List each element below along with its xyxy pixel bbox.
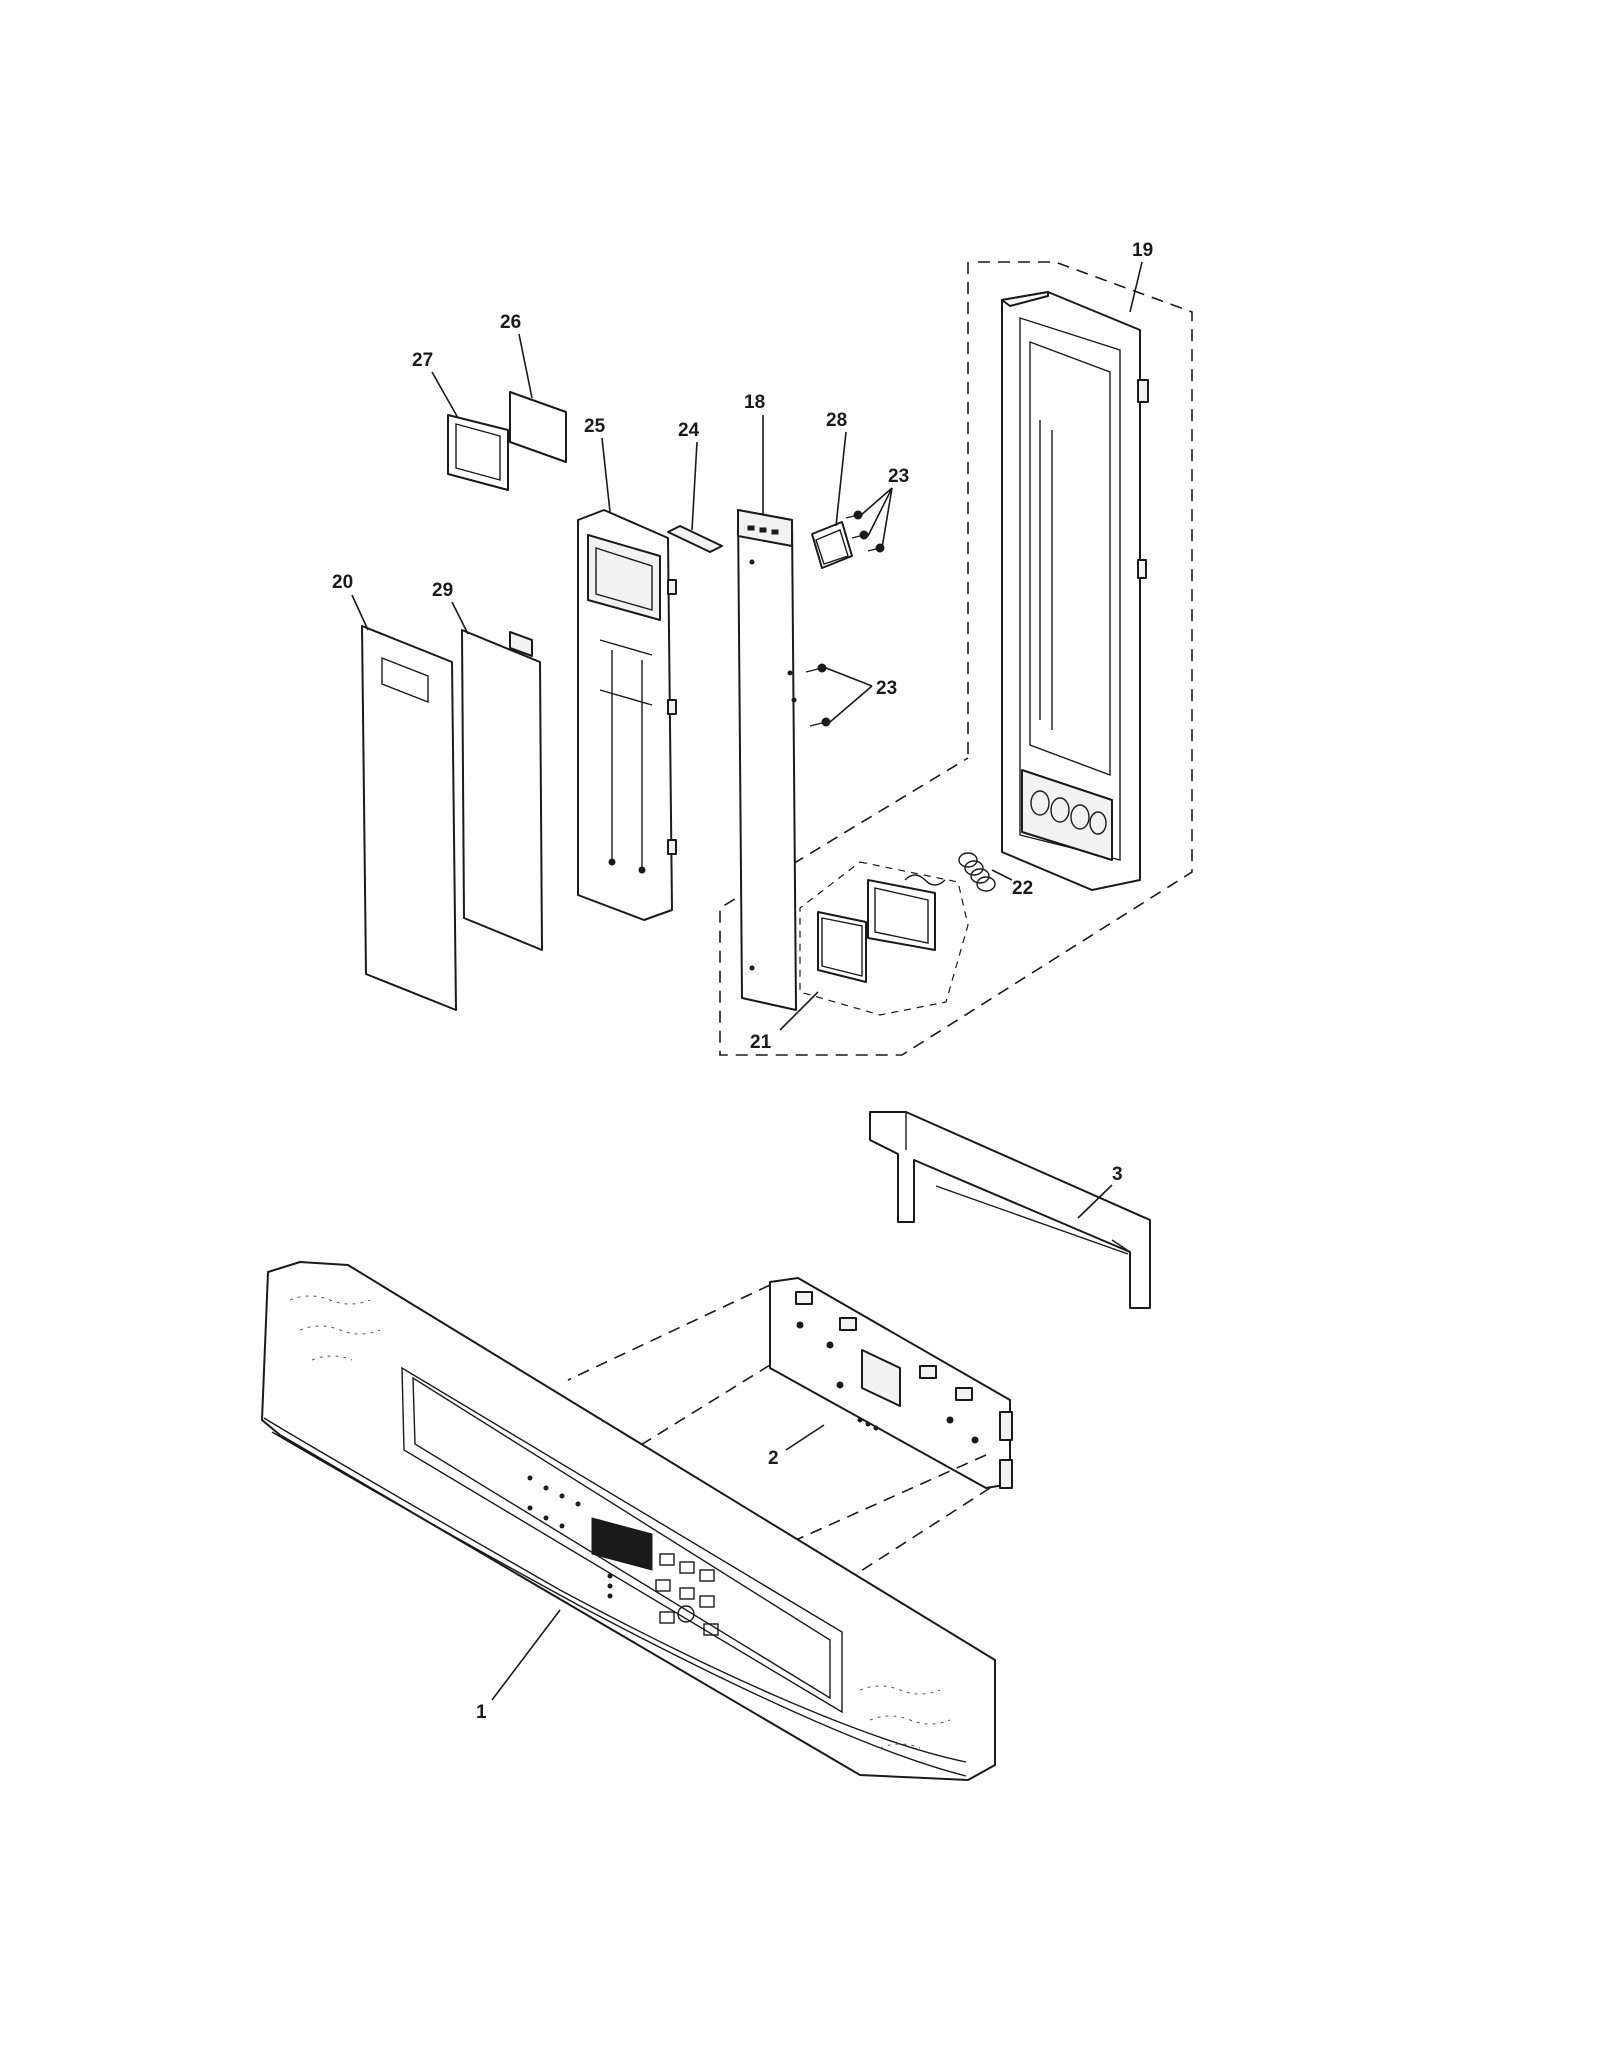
callout-1: 1 <box>476 1702 487 1723</box>
part-23-screws-lower <box>805 663 831 727</box>
part-27-window <box>447 414 509 491</box>
display-window <box>591 1517 653 1571</box>
group-boundary <box>719 261 1193 1056</box>
callout-28: 28 <box>826 410 847 431</box>
part-18-board <box>737 509 797 1011</box>
callout-23-lower: 23 <box>876 678 897 699</box>
part-26-plate <box>509 391 567 463</box>
callout-19: 19 <box>1132 240 1153 261</box>
part-19-frame <box>1001 291 1149 891</box>
part-20-overlay <box>361 625 457 1011</box>
callout-3: 3 <box>1112 1164 1123 1185</box>
part-29-membrane <box>461 629 543 951</box>
part-21-button <box>799 861 969 1016</box>
callout-26: 26 <box>500 312 521 333</box>
part-1-control-panel <box>261 1261 996 1781</box>
callout-18: 18 <box>744 392 765 413</box>
callout-21: 21 <box>750 1032 772 1053</box>
callout-27: 27 <box>412 350 433 371</box>
part-28-bracket <box>811 521 853 569</box>
callout-25: 25 <box>584 416 606 437</box>
callout-22: 22 <box>1012 878 1033 899</box>
part-22-spring <box>958 852 996 892</box>
part-24-strip <box>667 525 723 553</box>
callout-2: 2 <box>768 1448 779 1469</box>
part-3-trim <box>869 1111 1151 1309</box>
callout-29: 29 <box>432 580 453 601</box>
callout-23-upper: 23 <box>888 466 909 487</box>
alignment-line <box>567 1284 771 1381</box>
part-2-control-board <box>769 1277 1013 1489</box>
callout-20: 20 <box>332 572 353 593</box>
part-25-housing <box>577 509 677 921</box>
callout-24: 24 <box>678 420 700 441</box>
